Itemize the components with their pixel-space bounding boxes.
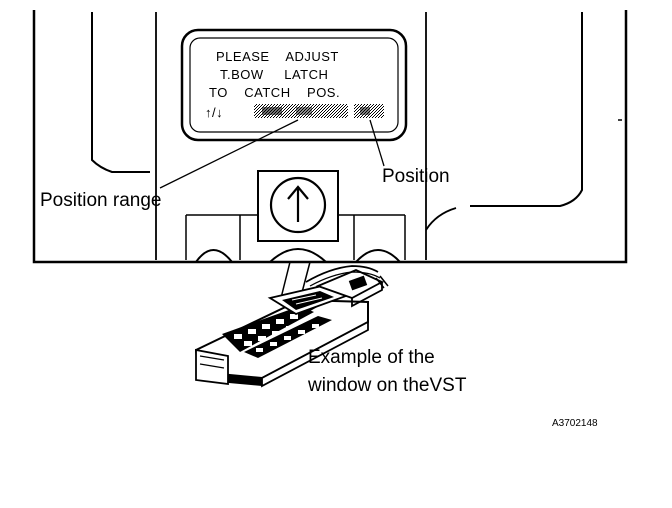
display-line-1: PLEASE ADJUST (216, 49, 339, 64)
position-range-leader (159, 119, 299, 189)
vst-tester (194, 265, 389, 388)
display-line-3: TO CATCH POS. (209, 85, 340, 100)
position-label: Position (382, 166, 450, 187)
example-label-line-2: window on theVST (307, 375, 467, 396)
position-range-label: Position range (40, 190, 161, 211)
position-leader (369, 119, 385, 167)
up-arrow-icon (287, 185, 309, 222)
position-indicator (354, 104, 384, 118)
position-range-bar (254, 104, 348, 118)
lower-button-left[interactable] (195, 249, 233, 263)
figure-code: A3702148 (552, 418, 598, 429)
example-label-line-1: Example of the (308, 347, 435, 368)
display-arrows: ↑/↓ (205, 105, 223, 120)
up-button[interactable] (257, 170, 339, 242)
display-line-2: T.BOW LATCH (220, 67, 328, 82)
lower-button-right[interactable] (355, 249, 401, 263)
lcd-screen (180, 28, 408, 142)
lower-button-center[interactable] (269, 248, 327, 263)
